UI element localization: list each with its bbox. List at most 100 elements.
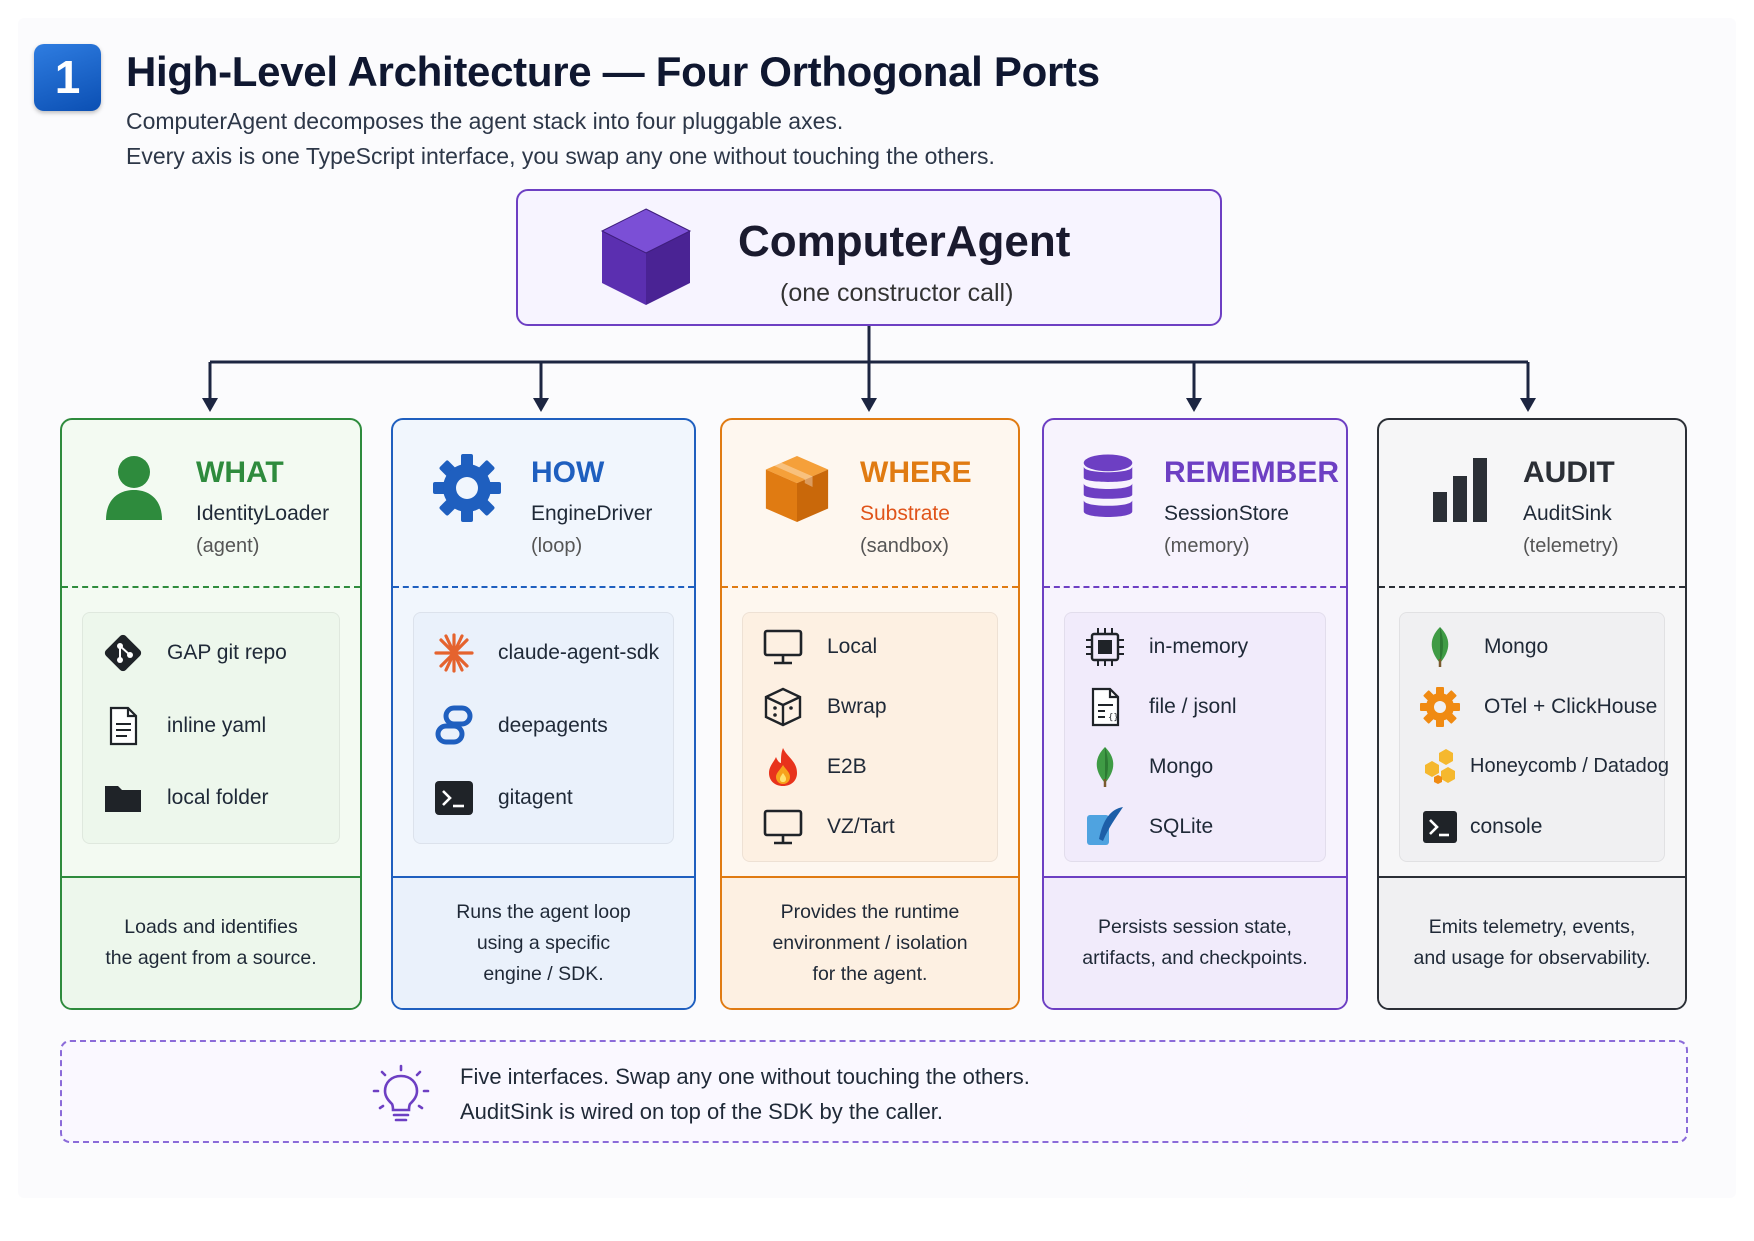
box-icon xyxy=(765,455,829,523)
item-label: Mongo xyxy=(1149,755,1214,778)
column-how: HOW EngineDriver (loop) claude-agent-sdk xyxy=(391,418,696,1010)
column-audit: AUDIT AuditSink (telemetry) Mongo xyxy=(1377,418,1687,1010)
item-label: console xyxy=(1470,815,1543,838)
list-item: {} file / jsonl xyxy=(1065,685,1325,729)
description-text: Runs the agent loop using a specific eng… xyxy=(456,900,631,985)
axis-label: REMEMBER xyxy=(1164,456,1340,489)
description-text: Persists session state, artifacts, and c… xyxy=(1082,916,1308,969)
person-icon xyxy=(106,456,162,520)
interface-role: (sandbox) xyxy=(860,535,949,557)
flame-icon xyxy=(769,748,797,786)
cube-icon xyxy=(600,208,692,305)
implementation-list: GAP git repo inline yaml local folder xyxy=(82,612,340,844)
column-description: Emits telemetry, events, and usage for o… xyxy=(1379,876,1685,1008)
folder-icon xyxy=(105,786,141,812)
item-label: Bwrap xyxy=(827,695,887,718)
page-title: High-Level Architecture — Four Orthogona… xyxy=(126,48,1100,95)
monitor-icon xyxy=(763,629,803,665)
list-item: VZ/Tart xyxy=(743,805,997,849)
subtitle-line-1: ComputerAgent decomposes the agent stack… xyxy=(126,108,844,134)
cog-icon xyxy=(1420,687,1460,727)
item-label: claude-agent-sdk xyxy=(498,641,660,664)
list-item: console xyxy=(1400,805,1664,849)
description-text: Provides the runtime environment / isola… xyxy=(772,900,968,985)
svg-text:{}: {} xyxy=(1108,713,1119,723)
hexagons-icon xyxy=(1425,749,1455,784)
note-line-1: Five interfaces. Swap any one without to… xyxy=(460,1064,1030,1089)
item-label: local folder xyxy=(167,786,269,809)
item-label: Honeycomb / Datadog xyxy=(1470,755,1670,777)
file-icon: {} xyxy=(1091,687,1120,727)
note-line-2: AuditSink is wired on top of the SDK by … xyxy=(460,1099,944,1124)
column-where: WHERE Substrate (sandbox) Local Bwrap xyxy=(720,418,1020,1010)
interface-role: (agent) xyxy=(196,535,260,557)
list-item: OTel + ClickHouse xyxy=(1400,685,1664,729)
leaf-icon xyxy=(1096,747,1114,787)
subtitle-line-2: Every axis is one TypeScript interface, … xyxy=(126,143,995,169)
list-item: in-memory xyxy=(1065,625,1325,669)
gear-icon xyxy=(433,454,501,522)
column-header: AUDIT AuditSink (telemetry) xyxy=(1379,420,1685,588)
list-item: gitagent xyxy=(414,776,673,820)
list-item: Mongo xyxy=(1065,745,1325,789)
item-label: deepagents xyxy=(498,714,608,737)
column-description: Persists session state, artifacts, and c… xyxy=(1044,876,1346,1008)
feather-icon xyxy=(1087,807,1123,845)
leaf-icon xyxy=(1431,627,1449,667)
section-number-badge: 1 xyxy=(34,44,101,111)
column-description: Provides the runtime environment / isola… xyxy=(722,876,1018,1008)
column-header: REMEMBER SessionStore (memory) xyxy=(1044,420,1346,588)
chip-icon xyxy=(1086,628,1124,666)
list-item: Bwrap xyxy=(743,685,997,729)
lightbulb-icon xyxy=(372,1064,430,1122)
column-divider xyxy=(62,586,360,588)
column-header: WHERE Substrate (sandbox) xyxy=(722,420,1018,588)
root-node-computeragent: ComputerAgent (one constructor call) xyxy=(516,189,1222,326)
list-item: Mongo xyxy=(1400,625,1664,669)
interface-name: EngineDriver xyxy=(531,502,653,525)
interface-name: AuditSink xyxy=(1523,502,1612,525)
axis-label: AUDIT xyxy=(1523,456,1615,489)
axis-label: WHAT xyxy=(196,456,284,489)
list-item: E2B xyxy=(743,745,997,789)
item-label: OTel + ClickHouse xyxy=(1484,695,1658,718)
list-item: local folder xyxy=(83,776,339,820)
column-remember: REMEMBER SessionStore (memory) in-memory xyxy=(1042,418,1348,1010)
item-label: file / jsonl xyxy=(1149,695,1237,718)
description-text: Loads and identifies the agent from a so… xyxy=(105,916,317,969)
column-description: Runs the agent loop using a specific eng… xyxy=(393,876,694,1008)
interface-role: (telemetry) xyxy=(1523,535,1619,557)
column-divider xyxy=(1044,586,1346,588)
git-icon xyxy=(104,634,142,672)
interface-name: SessionStore xyxy=(1164,502,1289,525)
list-item: GAP git repo xyxy=(83,631,339,675)
implementation-list: claude-agent-sdk deepagents gitagent xyxy=(413,612,674,844)
terminal-icon xyxy=(435,781,473,815)
item-label: in-memory xyxy=(1149,635,1249,658)
axis-label: WHERE xyxy=(860,456,972,489)
implementation-list: Local Bwrap E2B VZ/T xyxy=(742,612,998,862)
list-item: deepagents xyxy=(414,704,673,748)
root-subtitle: (one constructor call) xyxy=(780,279,1014,307)
interface-name: IdentityLoader xyxy=(196,502,330,525)
item-label: E2B xyxy=(827,755,867,778)
implementation-list: in-memory {} file / jsonl Mongo xyxy=(1064,612,1326,862)
item-label: GAP git repo xyxy=(167,641,287,664)
package-icon xyxy=(764,687,802,727)
link-icon xyxy=(435,705,473,745)
column-header: HOW EngineDriver (loop) xyxy=(393,420,694,588)
database-icon xyxy=(1083,454,1133,517)
item-label: Mongo xyxy=(1484,635,1549,658)
description-text: Emits telemetry, events, and usage for o… xyxy=(1413,916,1651,969)
item-label: gitagent xyxy=(498,786,573,809)
item-label: Local xyxy=(827,635,878,658)
list-item: SQLite xyxy=(1065,805,1325,849)
column-divider xyxy=(722,586,1018,588)
implementation-list: Mongo OTel + ClickHouse xyxy=(1399,612,1669,862)
axis-label: HOW xyxy=(531,456,605,489)
column-divider xyxy=(393,586,694,588)
item-label: SQLite xyxy=(1149,815,1214,838)
column-header: WHAT IdentityLoader (agent) xyxy=(62,420,360,588)
document-icon xyxy=(109,706,138,746)
callout-note: Five interfaces. Swap any one without to… xyxy=(60,1040,1688,1143)
